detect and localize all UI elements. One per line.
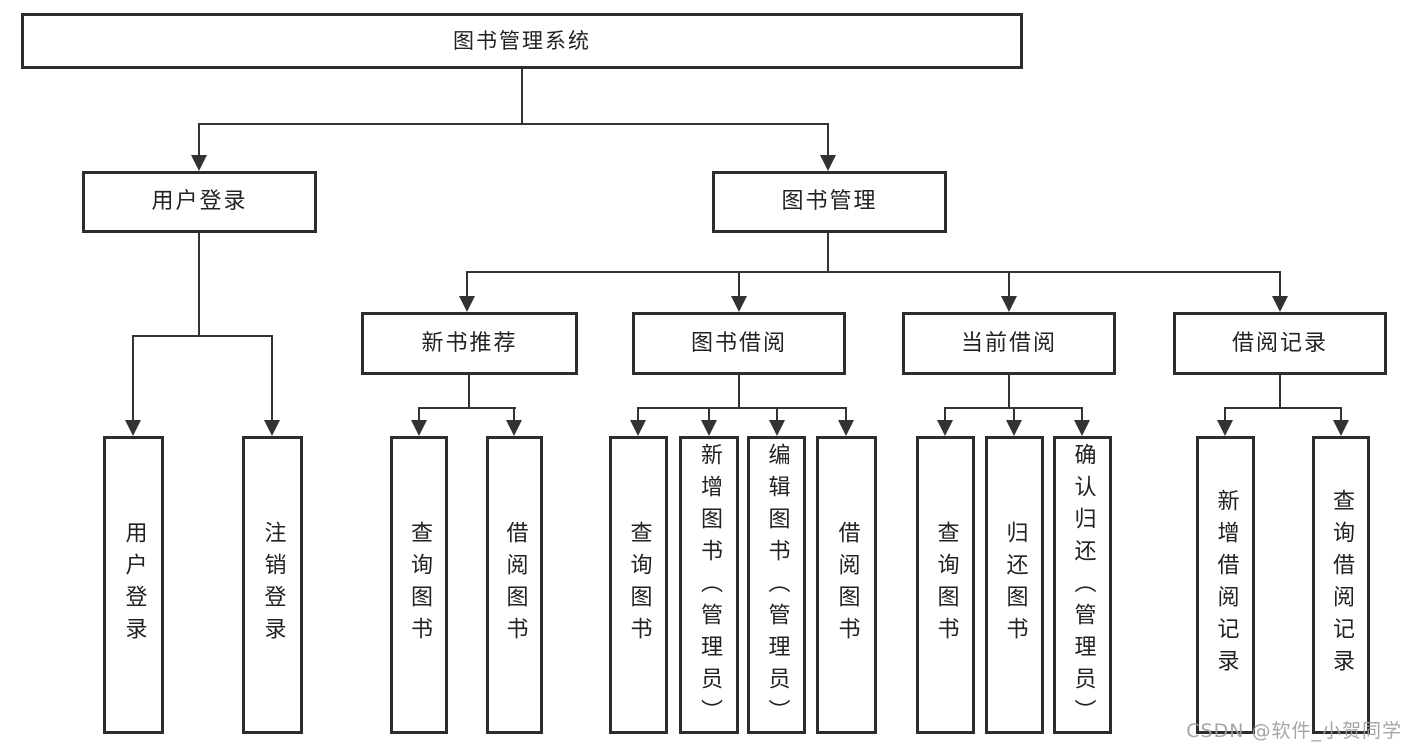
- connector-user-login-bus: [132, 335, 273, 337]
- arrowhead-down-icon: [125, 420, 141, 436]
- leaf-user-login: 用户登录: [103, 436, 164, 734]
- leaf-query-borrow-record: 查询借阅记录: [1312, 436, 1370, 734]
- leaf-logout: 注销登录: [242, 436, 303, 734]
- arrowhead-down-icon: [1006, 420, 1022, 436]
- node-new-book-recommend: 新书推荐: [361, 312, 578, 375]
- connector-drop-book-borrow: [738, 271, 740, 298]
- leaf-add-borrow-record: 新增借阅记录: [1196, 436, 1255, 734]
- leaf-query-books-recommend: 查询图书: [390, 436, 448, 734]
- leaf-confirm-return-admin: 确认归还（管理员）: [1053, 436, 1112, 734]
- arrowhead-down-icon: [506, 420, 522, 436]
- connector-drop-leaf: [708, 407, 710, 422]
- leaf-query-books-recommend-label: 查询图书: [407, 521, 432, 649]
- arrowhead-down-icon: [1001, 296, 1017, 312]
- leaf-borrow-books-label: 借阅图书: [834, 521, 860, 649]
- leaf-confirm-return-admin-label: 确认归还（管理员）: [1070, 443, 1096, 731]
- connector-drop-borrow-record: [1279, 271, 1281, 298]
- arrowhead-down-icon: [264, 420, 280, 436]
- connector-root-bus: [198, 123, 829, 125]
- leaf-user-login-label: 用户登录: [121, 521, 147, 649]
- arrowhead-down-icon: [411, 420, 427, 436]
- arrowhead-down-icon: [701, 420, 717, 436]
- connector-drop-leaf: [418, 407, 420, 422]
- node-book-borrow-label: 图书借阅: [690, 330, 787, 356]
- connector-drop-leaf: [1340, 407, 1342, 422]
- arrowhead-down-icon: [191, 155, 207, 171]
- arrowhead-down-icon: [731, 296, 747, 312]
- leaf-query-books-borrow: 查询图书: [609, 436, 668, 734]
- node-current-borrow-label: 当前借阅: [960, 330, 1057, 356]
- leaf-query-books-current: 查询图书: [916, 436, 975, 734]
- connector-drop-leaf: [637, 407, 639, 422]
- node-book-management: 图书管理: [712, 171, 947, 233]
- connector-current-borrow-stem: [1008, 375, 1010, 407]
- connector-book-borrow-bus: [638, 407, 847, 409]
- arrowhead-down-icon: [1217, 420, 1233, 436]
- arrowhead-down-icon: [1333, 420, 1349, 436]
- connector-drop-leaf-logout: [271, 335, 273, 422]
- leaf-return-book-label: 归还图书: [1002, 521, 1028, 649]
- connector-drop-current-borrow: [1008, 271, 1010, 298]
- arrowhead-down-icon: [769, 420, 785, 436]
- arrowhead-down-icon: [820, 155, 836, 171]
- connector-user-login-stem: [198, 233, 200, 335]
- connector-drop-leaf: [845, 407, 847, 422]
- connector-borrow-record-bus: [1225, 407, 1342, 409]
- connector-drop-leaf: [513, 407, 515, 422]
- node-user-login-label: 用户登录: [151, 189, 248, 214]
- connector-drop-new-book: [466, 271, 468, 298]
- leaf-add-borrow-record-label: 新增借阅记录: [1213, 489, 1239, 681]
- connector-new-book-bus: [418, 407, 516, 409]
- arrowhead-down-icon: [1074, 420, 1090, 436]
- leaf-return-book: 归还图书: [985, 436, 1044, 734]
- node-new-book-recommend-label: 新书推荐: [421, 330, 518, 356]
- leaf-add-book-admin: 新增图书（管理员）: [679, 436, 739, 734]
- node-root-library-system: 图书管理系统: [21, 13, 1023, 69]
- leaf-edit-book-admin: 编辑图书（管理员）: [747, 436, 806, 734]
- node-book-borrow: 图书借阅: [632, 312, 846, 375]
- connector-book-borrow-stem: [738, 375, 740, 407]
- leaf-borrow-books: 借阅图书: [816, 436, 877, 734]
- connector-drop-leaf: [776, 407, 778, 422]
- connector-drop-leaf: [1013, 407, 1015, 422]
- leaf-borrow-books-recommend-label: 借阅图书: [502, 521, 528, 649]
- arrowhead-down-icon: [838, 420, 854, 436]
- csdn-watermark: CSDN @软件_小贺同学: [1186, 720, 1402, 742]
- leaf-query-books-borrow-label: 查询图书: [626, 521, 652, 649]
- leaf-add-book-admin-label: 新增图书（管理员）: [697, 443, 722, 731]
- leaf-edit-book-admin-label: 编辑图书（管理员）: [764, 443, 790, 731]
- leaf-borrow-books-recommend: 借阅图书: [486, 436, 543, 734]
- connector-drop-leaf: [1081, 407, 1083, 422]
- connector-drop-leaf-user-login: [132, 335, 134, 422]
- arrowhead-down-icon: [630, 420, 646, 436]
- connector-drop-user-login: [198, 123, 200, 157]
- arrowhead-down-icon: [937, 420, 953, 436]
- node-borrow-record-label: 借阅记录: [1231, 330, 1328, 356]
- arrowhead-down-icon: [1272, 296, 1288, 312]
- node-current-borrow: 当前借阅: [902, 312, 1116, 375]
- connector-drop-leaf: [944, 407, 946, 422]
- node-book-management-label: 图书管理: [781, 189, 878, 214]
- leaf-logout-label: 注销登录: [260, 521, 286, 649]
- connector-drop-leaf: [1224, 407, 1226, 422]
- leaf-query-books-current-label: 查询图书: [933, 521, 959, 649]
- connector-new-book-stem: [468, 375, 470, 407]
- arrowhead-down-icon: [459, 296, 475, 312]
- node-root-label: 图书管理系统: [453, 28, 591, 53]
- connector-book-management-bus: [466, 271, 1281, 273]
- connector-borrow-record-stem: [1279, 375, 1281, 407]
- leaf-query-borrow-record-label: 查询借阅记录: [1329, 489, 1354, 681]
- node-user-login: 用户登录: [82, 171, 317, 233]
- connector-drop-book-management: [827, 123, 829, 157]
- node-borrow-record: 借阅记录: [1173, 312, 1387, 375]
- connector-root-stem: [521, 69, 523, 123]
- connector-book-management-stem: [827, 233, 829, 271]
